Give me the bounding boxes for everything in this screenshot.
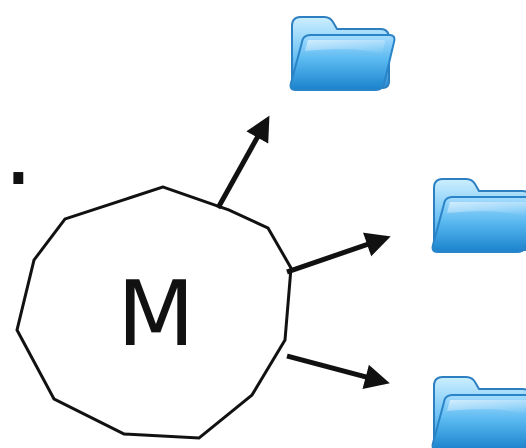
- folder-icon: [289, 16, 396, 91]
- center-node: M: [15, 185, 293, 440]
- arrow-to-folder-middle: [286, 232, 391, 275]
- node-label: M: [117, 262, 195, 367]
- arrow-to-folder-top: [215, 115, 270, 210]
- outgoing-arrows: [215, 115, 391, 389]
- arrow-to-folder-bottom: [286, 353, 390, 389]
- folder-icon: [431, 178, 526, 253]
- octagon-node-shape: [15, 185, 293, 440]
- step-number: 2.: [0, 95, 34, 207]
- folder-icon: [431, 376, 526, 448]
